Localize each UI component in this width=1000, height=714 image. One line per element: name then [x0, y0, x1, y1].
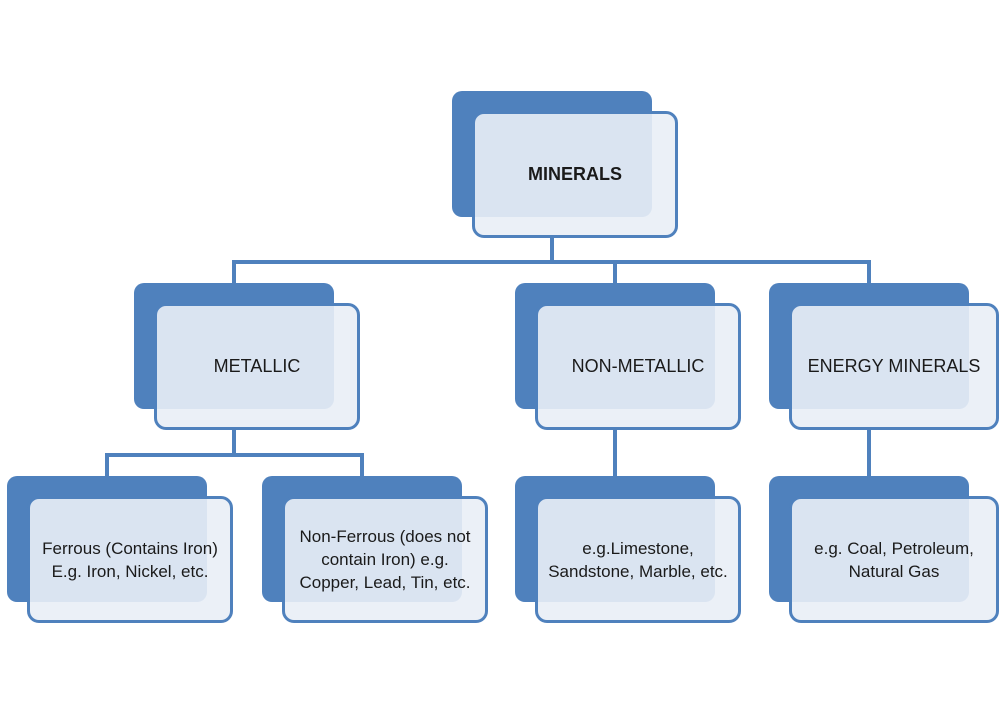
node-energy-examples-label: e.g. Coal, Petroleum, Natural Gas [814, 538, 974, 581]
node-ferrous-label: Ferrous (Contains Iron) E.g. Iron, Nicke… [42, 538, 218, 581]
node-non-metallic-examples-box: e.g.Limestone, Sandstone, Marble, etc. [535, 496, 741, 623]
node-minerals-label: MINERALS [528, 164, 622, 184]
node-minerals-box: MINERALS [472, 111, 678, 238]
node-non-metallic-label: NON-METALLIC [571, 356, 705, 376]
node-metallic-label: METALLIC [213, 356, 301, 376]
node-ferrous-box: Ferrous (Contains Iron) E.g. Iron, Nicke… [27, 496, 233, 623]
node-non-metallic-examples-label: e.g.Limestone, Sandstone, Marble, etc. [548, 538, 728, 581]
node-non-ferrous-label: Non-Ferrous (does not contain Iron) e.g.… [299, 527, 471, 592]
node-energy-examples-box: e.g. Coal, Petroleum, Natural Gas [789, 496, 999, 623]
node-non-metallic-box: NON-METALLIC [535, 303, 741, 430]
node-non-ferrous-box: Non-Ferrous (does not contain Iron) e.g.… [282, 496, 488, 623]
node-energy-minerals-label: ENERGY MINERALS [807, 356, 981, 376]
node-metallic-box: METALLIC [154, 303, 360, 430]
node-energy-minerals-box: ENERGY MINERALS [789, 303, 999, 430]
